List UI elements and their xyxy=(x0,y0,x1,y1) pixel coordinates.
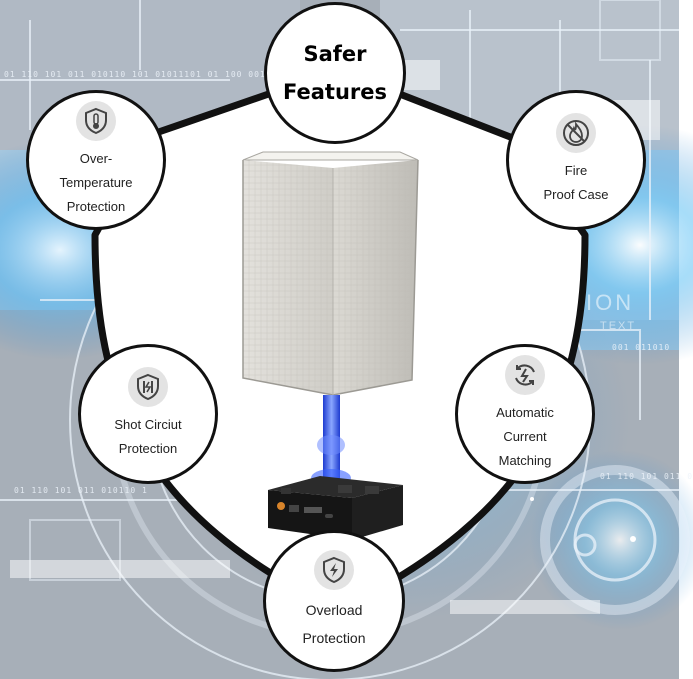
title-line-1: Safer xyxy=(303,42,367,66)
feature-label-line: Proof Case xyxy=(543,187,609,202)
feature-short-circuit: Shot Circiut Protection xyxy=(78,344,218,484)
feature-label-line: Fire xyxy=(564,163,588,178)
short-circuit-shield-icon xyxy=(128,367,168,407)
table-lamp xyxy=(242,151,419,540)
lamp-pole xyxy=(311,395,351,487)
watermark-text-2: TEXT xyxy=(600,320,637,332)
feature-label-line: Matching xyxy=(498,453,552,468)
feature-overload: Overload Protection xyxy=(263,530,405,672)
feature-over-temperature: Over- Temperature Protection xyxy=(26,90,166,230)
safer-features-title: Safer Features xyxy=(264,2,406,144)
lamp-base xyxy=(268,476,403,540)
watermark-text-1: ION xyxy=(586,290,635,315)
binary-text-right-1: 001 011010 xyxy=(612,343,671,352)
feature-label-line: Current xyxy=(503,429,547,444)
binary-text-top: 01 110 101 011 010110 101 01011101 01 10… xyxy=(4,70,307,79)
lamp-shade xyxy=(242,151,419,396)
feature-label-line: Over- xyxy=(79,151,113,166)
binary-text-bottom: 01 110 101 011 010110 1 xyxy=(14,486,148,495)
feature-label-line: Protection xyxy=(118,441,178,456)
lightning-shield-icon xyxy=(314,550,354,590)
feature-auto-current: Automatic Current Matching xyxy=(455,344,595,484)
feature-label-line: Shot Circiut xyxy=(114,417,182,432)
feature-label-line: Protection xyxy=(66,199,126,214)
feature-fire-proof: Fire Proof Case xyxy=(506,90,646,230)
title-line-2: Features xyxy=(283,80,387,104)
thermometer-shield-icon xyxy=(76,101,116,141)
auto-current-icon xyxy=(505,355,545,395)
feature-label-line: Temperature xyxy=(59,175,133,190)
feature-label-line: Automatic xyxy=(496,405,554,420)
binary-text-right-2: 01 110 101 011 0 xyxy=(600,472,693,481)
feature-label-line: Overload xyxy=(305,602,363,618)
feature-label-line: Protection xyxy=(302,630,366,646)
no-fire-icon xyxy=(556,113,596,153)
